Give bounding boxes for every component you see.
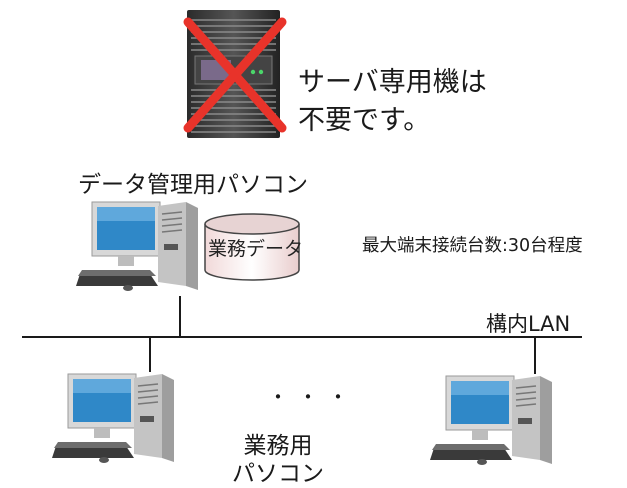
lan-label: 構内LAN <box>486 312 571 336</box>
red-cross-icon <box>183 17 287 133</box>
capacity-note: 最大端末接続台数:30台程度 <box>362 236 583 256</box>
admin-pc-icon <box>76 201 198 291</box>
admin-pc-label: データ管理用パソコン <box>78 172 308 198</box>
server-note: サーバ専用機は 不要です。 <box>298 67 487 136</box>
client-pc-left-icon <box>52 373 174 463</box>
more-clients-ellipsis: ・・・ <box>268 385 358 409</box>
client-pc-label: 業務用 パソコン <box>232 433 324 487</box>
client-pc-right-icon <box>430 375 552 465</box>
database-cylinder-icon <box>204 213 300 281</box>
database-label: 業務データ <box>208 238 304 260</box>
